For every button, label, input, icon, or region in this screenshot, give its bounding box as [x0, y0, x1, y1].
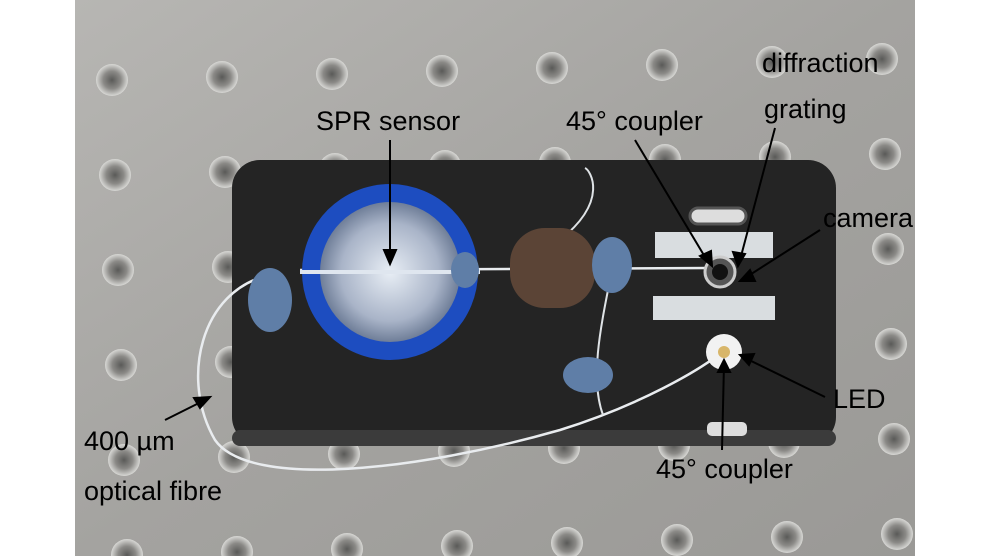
- table-hole: [866, 43, 898, 75]
- table-hole: [771, 521, 803, 553]
- table-hole: [206, 61, 238, 93]
- label-camera: camera: [823, 203, 914, 233]
- table-hole: [96, 64, 128, 96]
- label-45-coupler-bottom: 45° coupler: [656, 454, 793, 484]
- table-hole: [441, 530, 473, 556]
- table-hole: [869, 138, 901, 170]
- table-hole: [756, 46, 788, 78]
- table-hole: [105, 349, 137, 381]
- table-hole: [108, 444, 140, 476]
- tape-bottom: [653, 296, 775, 320]
- table-hole: [551, 527, 583, 556]
- table-hole: [102, 254, 134, 286]
- label-grating: grating: [764, 94, 847, 124]
- table-hole: [218, 441, 250, 473]
- table-hole: [221, 536, 253, 556]
- label-45-coupler-top: 45° coupler: [566, 106, 703, 136]
- label-400um: 400 µm: [84, 426, 175, 456]
- table-hole: [646, 49, 678, 81]
- table-hole: [99, 159, 131, 191]
- table-hole: [872, 233, 904, 265]
- table-hole: [111, 539, 143, 556]
- sponge: [510, 228, 595, 308]
- couplers: [248, 237, 632, 393]
- table-hole: [878, 423, 910, 455]
- label-optical-fibre: optical fibre: [84, 476, 222, 506]
- phone-slot-top: [688, 206, 748, 226]
- phone-slot-bottom: [707, 422, 747, 436]
- table-hole: [661, 524, 693, 556]
- table-hole: [875, 328, 907, 360]
- label-spr-sensor: SPR sensor: [316, 106, 460, 136]
- label-led: LED: [833, 384, 886, 414]
- table-hole: [316, 58, 348, 90]
- table-hole: [209, 156, 241, 188]
- tape-top: [655, 232, 773, 258]
- table-hole: [331, 533, 363, 556]
- table-hole: [536, 52, 568, 84]
- table-hole: [881, 518, 913, 550]
- label-diffraction: diffraction: [762, 48, 879, 78]
- annotation-arrows: [164, 127, 826, 451]
- table-hole: [426, 55, 458, 87]
